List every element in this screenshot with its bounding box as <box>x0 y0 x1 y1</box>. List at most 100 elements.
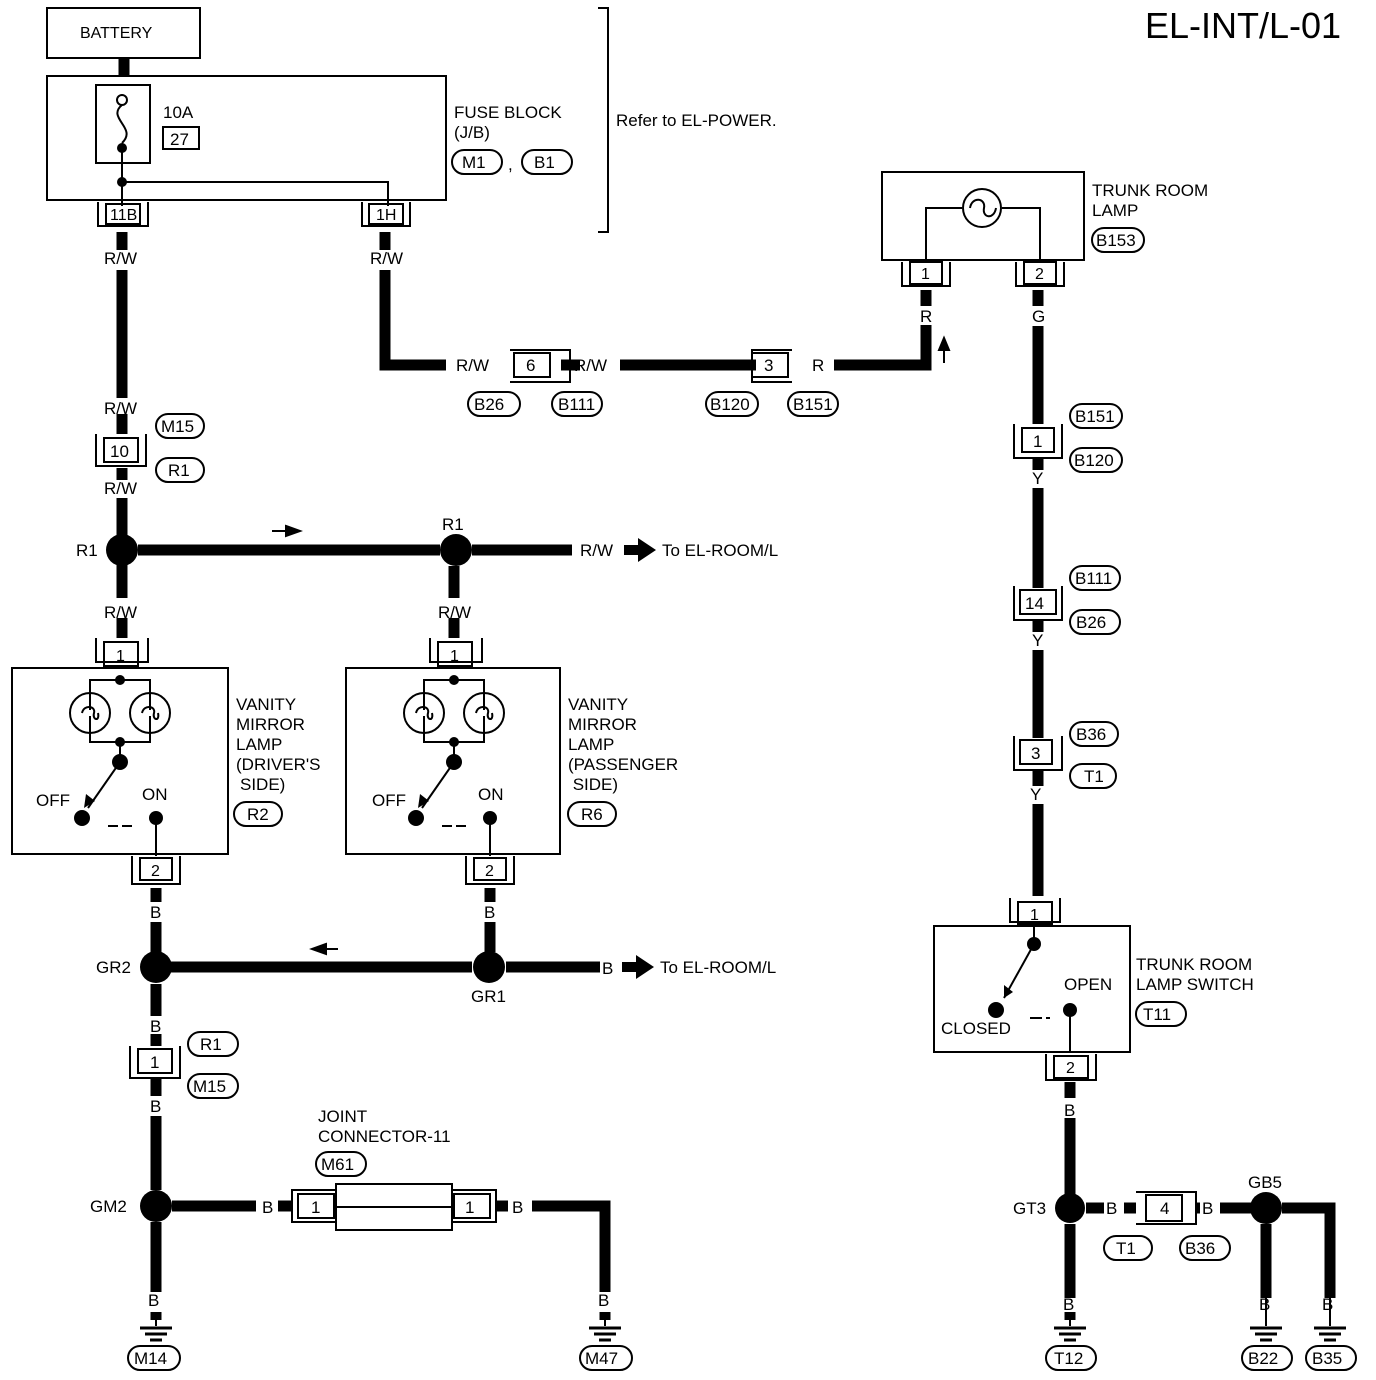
vanity-bulb-left-icon <box>69 692 111 734</box>
connector-id-r2: R2 <box>247 805 269 824</box>
svg-text:14: 14 <box>1025 594 1044 613</box>
wire-color-vd-top: R/W <box>104 603 137 622</box>
junction-label-gr1: GR1 <box>471 987 506 1006</box>
junction-gm2 <box>140 1190 172 1222</box>
connector-id-t11: T11 <box>1143 1005 1171 1024</box>
vanity-bulb-right-icon <box>129 692 171 734</box>
connector-id-b26-right: B26 <box>1076 613 1106 632</box>
svg-text:MIRROR: MIRROR <box>236 715 305 734</box>
wire-color-y3: Y <box>1030 785 1041 804</box>
vp-on-label: ON <box>478 785 504 804</box>
wire-color-g: G <box>1032 307 1045 326</box>
arrow-right-icon <box>622 955 654 979</box>
trunk-room-lamp-switch: 1 OPEN CLOSED 2 TRUNK ROOM LAMP SWITCH T… <box>933 898 1254 1081</box>
junction-gr2 <box>140 951 172 983</box>
vd-on-label: ON <box>142 785 168 804</box>
connector-m15-1: 1 <box>129 1046 181 1079</box>
connector-id-b111-right: B111 <box>1075 569 1112 588</box>
connector-id-r1-top: R1 <box>168 461 190 480</box>
trunk-lamp-title-2: LAMP <box>1092 201 1138 220</box>
svg-text:VANITY: VANITY <box>568 695 628 714</box>
lamp-terminal-2: 2 <box>1035 266 1044 283</box>
connector-b36-3: 3 <box>1013 736 1063 771</box>
svg-text:SIDE): SIDE) <box>240 775 285 794</box>
svg-text:LAMP: LAMP <box>236 735 282 754</box>
vanity-bulb-right-icon <box>463 692 505 734</box>
destination-room-rw: To EL-ROOM/L <box>662 541 778 560</box>
svg-text:1: 1 <box>150 1053 159 1072</box>
svg-text:4: 4 <box>1160 1199 1169 1218</box>
connector-id-b36-right: B36 <box>1076 725 1106 744</box>
joint-connector-11: JOINT CONNECTOR-11 M61 1 1 <box>291 1107 497 1231</box>
wire-color-vd-b: B <box>150 903 161 922</box>
wire-color-b-gt3: B <box>1106 1199 1117 1218</box>
connector-id-m15-top: M15 <box>161 417 194 436</box>
refer-note: Refer to EL-POWER. <box>616 111 777 130</box>
arrow-right-icon <box>624 538 656 562</box>
lamp-bulb-icon <box>962 188 1002 228</box>
fuse-block: 10A 27 FUSE BLOCK (J/B) M1 , B1 11B 1H <box>46 75 573 227</box>
wire-color-y2: Y <box>1032 631 1043 650</box>
wire-color-b111: R/W <box>574 356 607 375</box>
wire-color-m15-top: R/W <box>104 399 137 418</box>
svg-text:SIDE): SIDE) <box>568 775 618 794</box>
fuse-block-connector-m1: M1 <box>462 153 486 172</box>
connector-m15-10: 10 <box>95 434 147 467</box>
svg-text:2: 2 <box>485 863 494 880</box>
junction-label-gb5: GB5 <box>1248 1173 1282 1192</box>
wire-color-r: R <box>920 307 932 326</box>
svg-text:(PASSENGER: (PASSENGER <box>568 755 678 774</box>
connector-id-b120: B120 <box>710 395 750 414</box>
connector-id-r6: R6 <box>581 805 603 824</box>
ground-label-m47: M47 <box>585 1349 618 1368</box>
terminal-1h: 1H <box>376 207 396 224</box>
fuse-block-title: FUSE BLOCK <box>454 103 562 122</box>
svg-text:10: 10 <box>110 442 129 461</box>
lamp-terminal-1: 1 <box>921 266 930 283</box>
connector-id-b151-right: B151 <box>1075 407 1115 426</box>
connector-id-b151: B151 <box>793 395 833 414</box>
svg-text:VANITY: VANITY <box>236 695 296 714</box>
terminal-3-top: 3 <box>764 356 773 375</box>
trunk-switch-title-2: LAMP SWITCH <box>1136 975 1254 994</box>
fuse-number: 27 <box>170 130 189 149</box>
terminal-6: 6 <box>526 356 535 375</box>
wire-color-left-top: R/W <box>104 249 137 268</box>
wire-color-m15b: B <box>150 1017 161 1036</box>
current-arrow-left-icon <box>309 942 338 956</box>
connector-id-b26: B26 <box>474 395 504 414</box>
fuse-rating: 10A <box>163 103 194 122</box>
connector-b151-1: 1 <box>1013 424 1063 459</box>
connector-id-t1-right: T1 <box>1084 767 1104 786</box>
wire-color-gm2-top: B <box>150 1097 161 1116</box>
junction-label-gm2: GM2 <box>90 1197 127 1216</box>
wire-color-b-gb5: B <box>1202 1199 1213 1218</box>
svg-text:3: 3 <box>1031 744 1040 763</box>
battery: BATTERY <box>46 7 201 59</box>
connector-id-b120-right: B120 <box>1074 451 1114 470</box>
svg-text:2: 2 <box>151 863 160 880</box>
junction-label-r1-left: R1 <box>76 541 98 560</box>
svg-text:1: 1 <box>1030 907 1039 924</box>
switch-closed-label: CLOSED <box>941 1019 1011 1038</box>
vanity-bulb-left-icon <box>403 692 445 734</box>
ground-t12: B T12 <box>1045 1295 1097 1371</box>
wire-color-b26: R/W <box>456 356 489 375</box>
svg-text:LAMP: LAMP <box>568 735 614 754</box>
svg-text:2: 2 <box>1066 1060 1075 1077</box>
junction-gr1 <box>473 951 505 983</box>
destination-room-b: To EL-ROOM/L <box>660 958 776 977</box>
page-code: EL-INT/L-01 <box>1145 5 1341 46</box>
ground-m47: B M47 <box>579 1291 633 1371</box>
svg-text:1: 1 <box>450 648 459 665</box>
svg-text:1: 1 <box>311 1198 320 1217</box>
connector-id-b36-bottom: B36 <box>1185 1239 1215 1258</box>
svg-text:,: , <box>508 155 513 174</box>
wire-color-b-jr: B <box>512 1198 523 1217</box>
junction-gb5 <box>1250 1192 1282 1224</box>
connector-3-top: 3 <box>751 349 792 383</box>
wire-color-vp-top: R/W <box>438 603 471 622</box>
junction-gt3 <box>1055 1193 1085 1223</box>
svg-text:CONNECTOR-11: CONNECTOR-11 <box>318 1127 451 1146</box>
svg-text:MIRROR: MIRROR <box>568 715 637 734</box>
